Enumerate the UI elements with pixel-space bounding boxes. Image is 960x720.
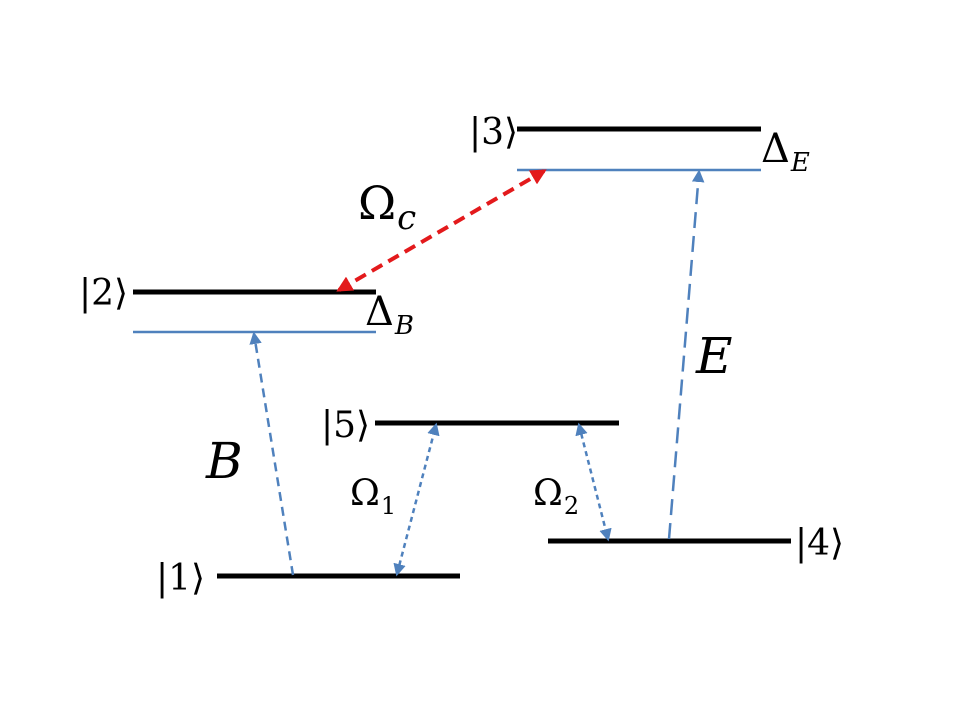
e-label: E <box>695 327 733 385</box>
delta-e-label: ΔE <box>761 126 810 178</box>
omega-1-arrow <box>393 422 440 577</box>
delta-b-label: ΔB <box>365 289 414 341</box>
omega-c-label: Ωc <box>358 176 416 238</box>
e-arrow <box>667 169 705 540</box>
b-label: B <box>205 432 243 490</box>
omega-c-arrow <box>336 169 547 292</box>
b-arrow <box>249 331 295 576</box>
omega-2-label: Ω2 <box>533 473 579 520</box>
state-1-label: |1⟩ <box>156 558 205 599</box>
state-4-label: |4⟩ <box>795 523 844 564</box>
omega-1-label: Ω1 <box>350 473 396 520</box>
state-3-label: |3⟩ <box>469 112 518 153</box>
state-5-label: |5⟩ <box>321 405 370 446</box>
omega-2-arrow <box>575 422 612 542</box>
state-2-label: |2⟩ <box>79 273 128 314</box>
